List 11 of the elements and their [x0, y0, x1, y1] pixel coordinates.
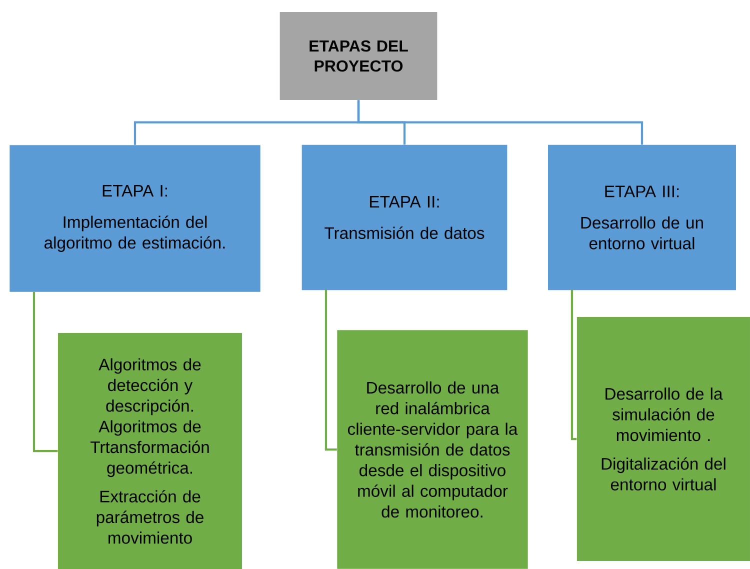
task-box: Desarrollo de una red inalámbrica cliente-servidor para la transmisión de datos desde el dispositivo móvil al computador de monitoreo.	[337, 330, 528, 569]
task-box: Desarrollo de la simulación de movimiento . Digitalización del entorno virtual	[576, 317, 750, 561]
stage-box: ETAPA I: Implementación del algoritmo de estimación.	[10, 145, 260, 292]
stage-box: ETAPA III: Desarrollo de un entorno virtual	[548, 144, 736, 290]
task-box: Algoritmos de detección y descripción. Algoritmos de Trtansformación geométrica. Extracción de parámetros de movimiento	[58, 333, 242, 569]
connector-line	[32, 292, 58, 452]
connector-line	[570, 290, 577, 440]
connector-line	[324, 290, 337, 451]
stage-box: ETAPA II: Transmisión de datos	[302, 144, 508, 290]
connector-line	[357, 100, 644, 145]
title-box: ETAPAS DEL PROYECTO	[280, 12, 438, 100]
